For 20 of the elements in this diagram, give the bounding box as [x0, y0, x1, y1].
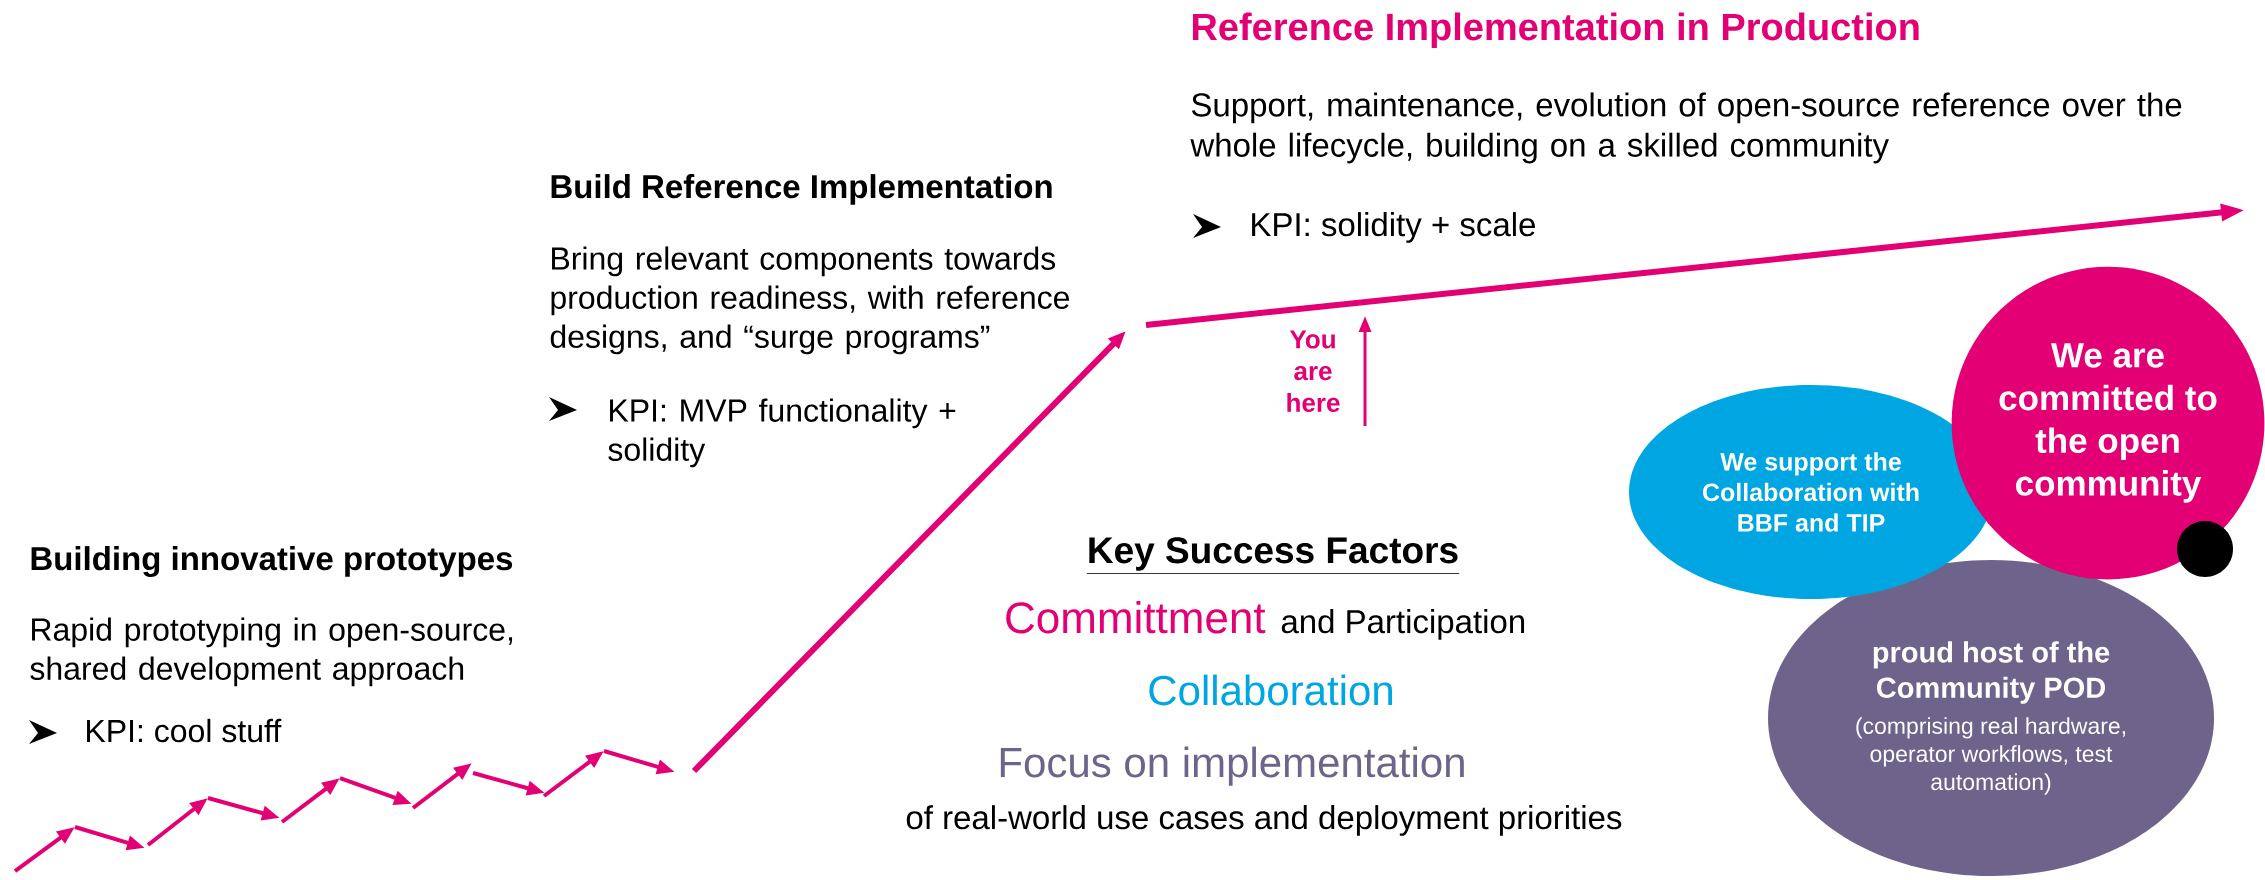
- highlight-word: Collaboration: [1149, 674, 1392, 706]
- heading: Reference Implementation in Production: [1192, 12, 1919, 48]
- dot: [2177, 521, 2233, 577]
- bullet-text: KPI: cool stuff: [87, 718, 282, 743]
- heading: Build Reference Implementation: [551, 174, 1052, 205]
- description: Rapid prototyping in open-source, shared development approach: [30, 617, 513, 687]
- ellipse-bubble: We support the Collaboration with BBF and TIP: [1629, 385, 1993, 599]
- highlight-word: Focus on implementation: [1000, 746, 1464, 786]
- heading: Building innovative prototypes: [31, 546, 513, 577]
- description: Bring relevant components towards production readiness, with reference designs, and “surge programs”: [550, 246, 1070, 355]
- description: Support, maintenance, evolution of open-source reference over the whole lifecycle, building on a skilled community: [1190, 92, 2182, 164]
- highlight-word: Committment: [1006, 601, 1266, 634]
- factor-text: of real-world use cases and deployment priorities: [906, 805, 1622, 836]
- ellipse-bubble: proud host of the Community POD (comprising real hardware, operator workflows, test automation): [1768, 560, 2214, 876]
- section-heading: Key Success Factors: [1086, 537, 1460, 574]
- bullet-text: KPI: solidity + scale: [1252, 212, 1535, 243]
- bullet-text: KPI: MVP functionality + solidity: [608, 398, 956, 468]
- pointer-label: You are here: [1287, 330, 1340, 412]
- circle-bubble: We are committed to the open community: [1951, 266, 2265, 580]
- factor-text: and Participation: [1281, 609, 1525, 640]
